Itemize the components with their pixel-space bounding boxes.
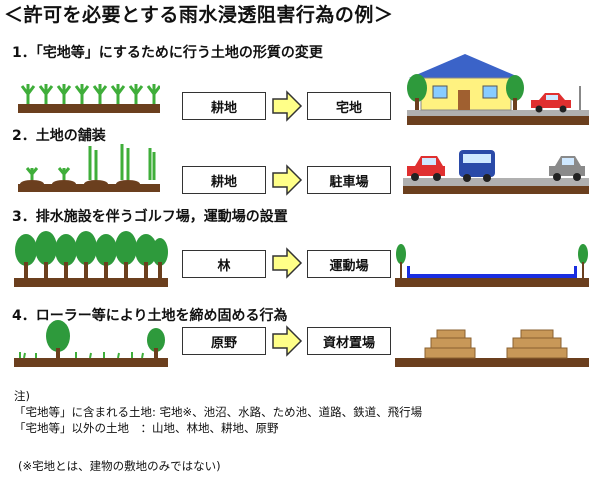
soil-strip — [395, 358, 589, 367]
field-edge — [407, 266, 410, 278]
tree-icon — [407, 74, 427, 102]
section-4-to-box: 資材置場 — [307, 327, 391, 355]
notes-block: 注) 「宅地等」に含まれる土地: 宅地※、池沼、水路、ため池、道路、鉄道、飛行場… — [14, 388, 422, 436]
section-1-residential-illustration — [407, 54, 589, 125]
section-2-to-box: 駐車場 — [307, 166, 391, 194]
house-roof — [409, 54, 521, 78]
section-4-from-box: 原野 — [182, 327, 266, 355]
crop-stalks — [25, 144, 156, 180]
tree-icon — [506, 75, 524, 101]
section-1-heading: 1．「宅地等」にするために行う土地の形質の変更 — [12, 45, 323, 61]
field-edge — [574, 266, 577, 278]
timber-stack — [506, 329, 568, 359]
notes-label: 注) — [14, 389, 30, 403]
tree-icon — [46, 320, 70, 352]
section-3-to-box: 運動場 — [307, 250, 391, 278]
soil-mounds — [20, 180, 140, 188]
forest-trees — [15, 231, 168, 278]
crop-sprouts — [20, 84, 160, 104]
arrow-right-icon — [272, 247, 303, 279]
soil-strip — [395, 278, 589, 287]
section-1-farmland-illustration — [18, 84, 160, 113]
arrow-right-icon — [272, 90, 303, 122]
section-2-parking-illustration — [403, 150, 589, 194]
tree-icon — [147, 328, 165, 352]
soil-strip — [18, 104, 160, 113]
section-4-field-illustration — [14, 320, 168, 367]
notes-footnote: (※宅地とは、建物の敷地のみではない) — [18, 459, 221, 473]
section-4-heading: 4．ローラー等により土地を締め固める行為 — [12, 308, 288, 324]
section-1-to-box: 宅地 — [307, 92, 391, 120]
tree-icon — [396, 244, 406, 264]
fence-post — [579, 86, 581, 110]
section-1-from-box: 耕地 — [182, 92, 266, 120]
red-car-icon — [407, 156, 445, 181]
window — [482, 85, 498, 99]
soil-strip — [14, 278, 168, 287]
window — [432, 85, 448, 99]
section-3-forest-illustration — [14, 231, 168, 287]
section-2-heading: 2．土地の舗装 — [12, 128, 106, 144]
gray-car-icon — [549, 156, 585, 181]
notes-line-2: 「宅地等」以外の土地 ：山地、林地、耕地、原野 — [14, 421, 279, 435]
tree-icon — [578, 244, 588, 264]
notes-line-1: 「宅地等」に含まれる土地: 宅地※、池沼、水路、ため池、道路、鉄道、飛行場 — [14, 405, 423, 419]
grass-tufts — [19, 352, 144, 359]
door — [458, 90, 470, 110]
section-2-farmland-illustration — [18, 144, 160, 192]
section-3-sports-field-illustration — [395, 244, 589, 287]
soil-strip — [407, 116, 589, 125]
section-4-material-yard-illustration — [395, 329, 589, 367]
road — [403, 178, 589, 186]
section-3-heading: 3．排水施設を伴うゴルフ場，運動場の設置 — [12, 209, 288, 225]
soil-strip — [403, 186, 589, 194]
arrow-right-icon — [272, 164, 303, 196]
road — [407, 110, 589, 116]
soil-strip — [14, 358, 168, 367]
arrow-right-icon — [272, 325, 303, 357]
red-car-icon — [531, 93, 571, 113]
field-drainage-line — [409, 274, 577, 278]
section-3-from-box: 林 — [182, 250, 266, 278]
timber-stack — [424, 329, 476, 359]
bus-icon — [459, 150, 495, 182]
section-2-from-box: 耕地 — [182, 166, 266, 194]
page-title: ＜許可を必要とする雨水浸透阻害行為の例＞ — [4, 4, 394, 26]
